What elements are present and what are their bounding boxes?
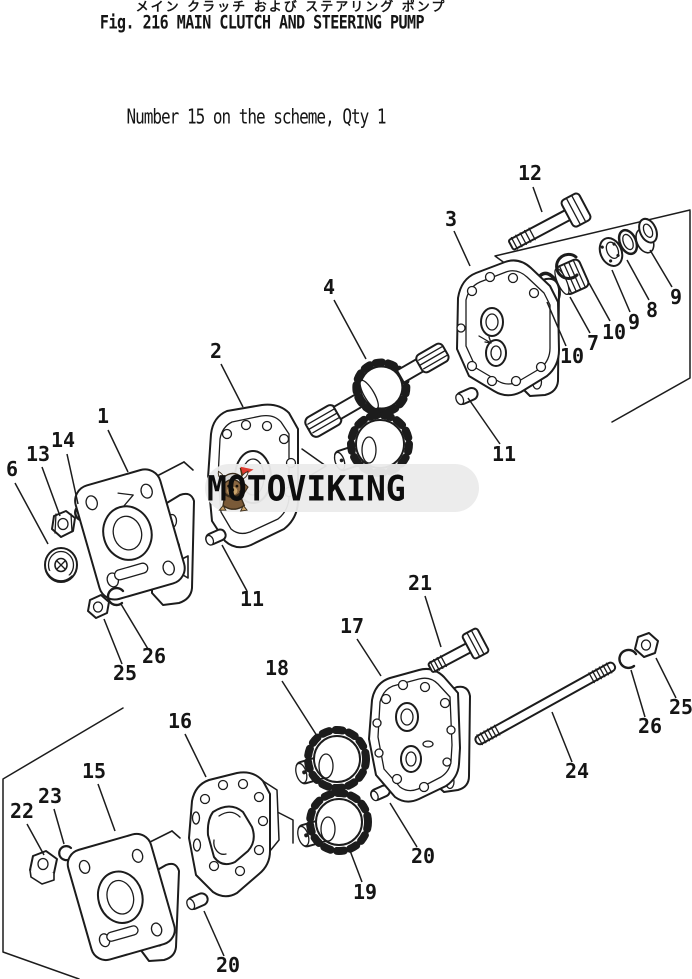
callout-label-11: 11 xyxy=(492,442,516,466)
callout-leader-17 xyxy=(356,638,382,677)
callout-label-11: 11 xyxy=(240,587,264,611)
nut-part-13 xyxy=(51,510,76,538)
callout-leader-3 xyxy=(453,230,471,267)
callout-leader-8 xyxy=(626,259,650,301)
callout-leader-9 xyxy=(611,269,631,313)
nut-part-25-left xyxy=(87,594,110,619)
bearing-part-6 xyxy=(44,547,78,583)
callout-label-15: 15 xyxy=(82,759,106,783)
callout-leader-16 xyxy=(184,733,207,778)
callout-label-8: 8 xyxy=(646,298,658,322)
gear-housing-part-16 xyxy=(188,771,280,898)
gear-shaft-part-4 xyxy=(304,342,450,438)
figure-title: Fig. 216 MAIN CLUTCH AND STEERING PUMP xyxy=(99,11,425,34)
callout-leader-15 xyxy=(97,783,116,832)
nut-part-25-right xyxy=(634,632,659,658)
watermark-text: MOTOVIKING xyxy=(207,467,406,509)
scheme-subtitle: Number 15 on the scheme, Qty 1 xyxy=(126,104,387,129)
callout-label-24: 24 xyxy=(565,759,589,783)
callout-label-26: 26 xyxy=(638,714,662,738)
callout-leader-7 xyxy=(569,296,591,334)
callout-label-25: 25 xyxy=(113,661,137,685)
callout-label-1: 1 xyxy=(97,404,109,428)
callout-label-25: 25 xyxy=(669,695,692,719)
gear-part-18 xyxy=(295,726,370,792)
callout-label-9: 9 xyxy=(670,285,682,309)
viking-dog-mascot-icon xyxy=(217,466,254,512)
cap-part-9 xyxy=(635,217,658,254)
callout-label-6: 6 xyxy=(6,457,18,481)
snapring-part-23 xyxy=(58,845,73,862)
stud-part-24 xyxy=(474,661,617,746)
callout-label-21: 21 xyxy=(408,571,432,595)
callout-label-20: 20 xyxy=(411,844,435,868)
callout-label-20: 20 xyxy=(216,953,240,977)
callout-layer: 1234678991010111112131415161718192020212… xyxy=(6,161,692,977)
callout-label-12: 12 xyxy=(518,161,542,185)
callout-leader-1 xyxy=(107,429,129,473)
callout-label-10: 10 xyxy=(602,320,626,344)
bolt-part-21 xyxy=(427,627,490,673)
callout-label-13: 13 xyxy=(26,442,50,466)
callout-leader-10 xyxy=(588,282,611,322)
callout-leader-20 xyxy=(389,802,418,848)
pin-part-20-bottom xyxy=(186,892,209,911)
callout-leader-21 xyxy=(424,595,442,648)
callout-leader-9 xyxy=(649,249,673,288)
watermark-pill: MOTOVIKING xyxy=(205,464,479,512)
flange-part-1 xyxy=(74,461,195,606)
callout-label-9: 9 xyxy=(628,310,640,334)
bolt-part-12 xyxy=(508,192,592,251)
callout-leader-11 xyxy=(467,397,501,445)
callout-label-7: 7 xyxy=(587,331,599,355)
callout-label-4: 4 xyxy=(323,275,335,299)
callout-leader-14 xyxy=(66,453,79,505)
callout-leader-2 xyxy=(220,363,244,408)
callout-label-19: 19 xyxy=(353,880,377,904)
callout-leader-25 xyxy=(655,657,677,699)
snapring-part-10 xyxy=(555,252,579,280)
callout-leader-26 xyxy=(630,669,646,718)
callout-label-17: 17 xyxy=(340,614,364,638)
callout-leader-12 xyxy=(532,186,543,213)
pin-part-11-upper xyxy=(455,386,479,406)
callout-leader-24 xyxy=(551,711,573,763)
callout-label-26: 26 xyxy=(142,644,166,668)
callout-leader-4 xyxy=(333,299,367,360)
bearing-part-9 xyxy=(598,237,624,267)
callout-label-3: 3 xyxy=(445,207,457,231)
pin-part-11-lower xyxy=(205,528,227,546)
snapring-part-26-right xyxy=(618,648,638,670)
callout-label-14: 14 xyxy=(51,428,75,452)
callout-leader-18 xyxy=(281,680,320,740)
title-japanese: メイン クラッチ および ステアリング ポンプ xyxy=(135,0,447,15)
callout-leader-23 xyxy=(53,808,65,845)
callout-label-2: 2 xyxy=(210,339,222,363)
callout-leader-10 xyxy=(546,301,567,347)
pin-part-20-right xyxy=(370,784,391,802)
snapring-part-26-left xyxy=(106,586,125,607)
callout-leader-6 xyxy=(14,482,49,545)
callout-leader-11 xyxy=(221,544,248,592)
pump-housing-part-3 xyxy=(456,259,560,397)
callout-leader-13 xyxy=(41,466,61,517)
callout-label-18: 18 xyxy=(265,656,289,680)
callout-leader-25 xyxy=(103,618,123,665)
callout-leader-22 xyxy=(26,823,45,856)
callout-leader-26 xyxy=(120,603,149,650)
callout-leader-19 xyxy=(348,847,363,883)
callout-label-22: 22 xyxy=(10,799,34,823)
nut-part-22 xyxy=(29,850,58,885)
callout-label-10: 10 xyxy=(560,344,584,368)
callout-label-16: 16 xyxy=(168,709,192,733)
flange-part-15 xyxy=(66,830,181,962)
pump-housing-part-17 xyxy=(368,667,471,803)
callout-label-23: 23 xyxy=(38,784,62,808)
gear-part-19 xyxy=(297,789,372,855)
callout-leader-20 xyxy=(203,910,225,957)
